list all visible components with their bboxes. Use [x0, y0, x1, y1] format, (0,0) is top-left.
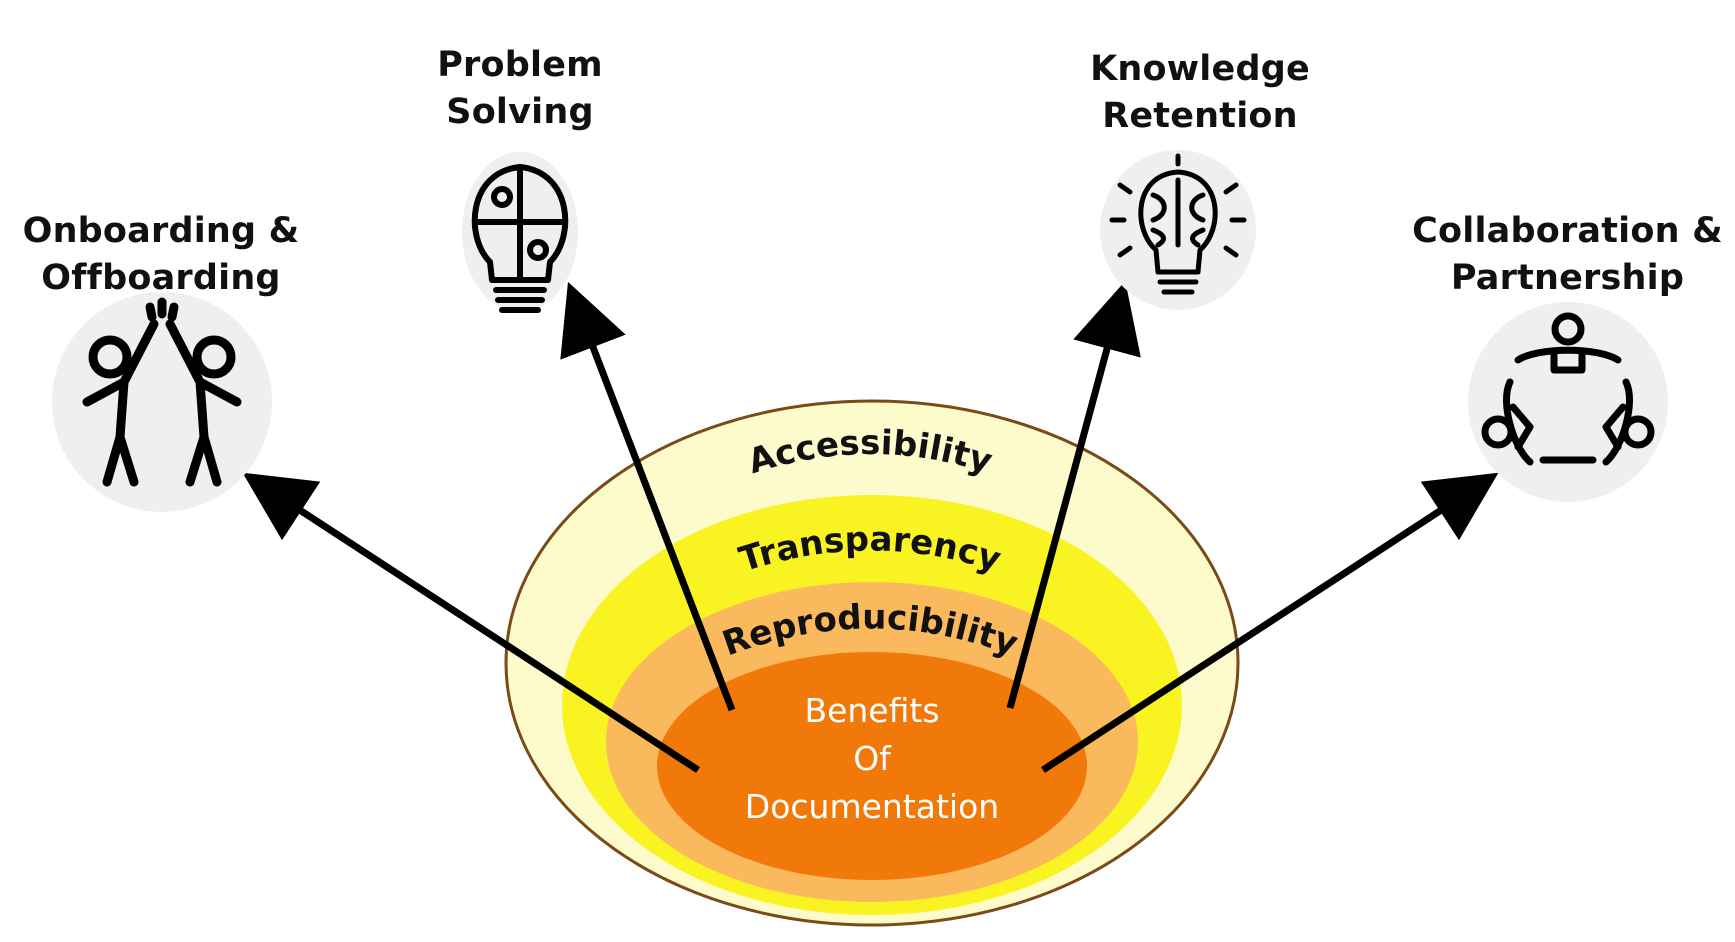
arrow-to-onboarding: [242, 472, 700, 773]
label-collab-line1: Collaboration &: [1412, 211, 1723, 251]
core-line-1: Benefits: [804, 691, 939, 730]
team-circle-icon: [1468, 302, 1668, 502]
label-knowledge-retention: Knowledge Retention: [1040, 46, 1360, 140]
label-collab-line2: Partnership: [1450, 258, 1685, 298]
core-ellipse: [657, 652, 1087, 880]
label-collaboration-partnership: Collaboration & Partnership: [1400, 208, 1735, 302]
label-knowledge-line1: Knowledge: [1090, 49, 1310, 89]
label-problem-line1: Problem: [437, 45, 603, 85]
arrow-to-problem-solving: [560, 281, 736, 712]
label-onboarding-offboarding: Onboarding & Offboarding: [0, 208, 322, 302]
high-five-icon: [52, 292, 272, 512]
arrow-to-knowledge: [1006, 280, 1141, 709]
brain-lightbulb-icon: [1100, 150, 1256, 310]
label-onboarding-line1: Onboarding &: [22, 211, 300, 251]
arrow-to-collaboration: [1041, 472, 1499, 773]
label-problem-solving: Problem Solving: [370, 42, 670, 136]
core-line-2: Of: [853, 739, 892, 778]
core-line-3: Documentation: [745, 787, 999, 826]
label-knowledge-line2: Retention: [1102, 96, 1298, 136]
puzzle-lightbulb-icon: [462, 152, 578, 313]
label-problem-line2: Solving: [446, 92, 594, 132]
label-onboarding-line2: Offboarding: [41, 258, 281, 298]
